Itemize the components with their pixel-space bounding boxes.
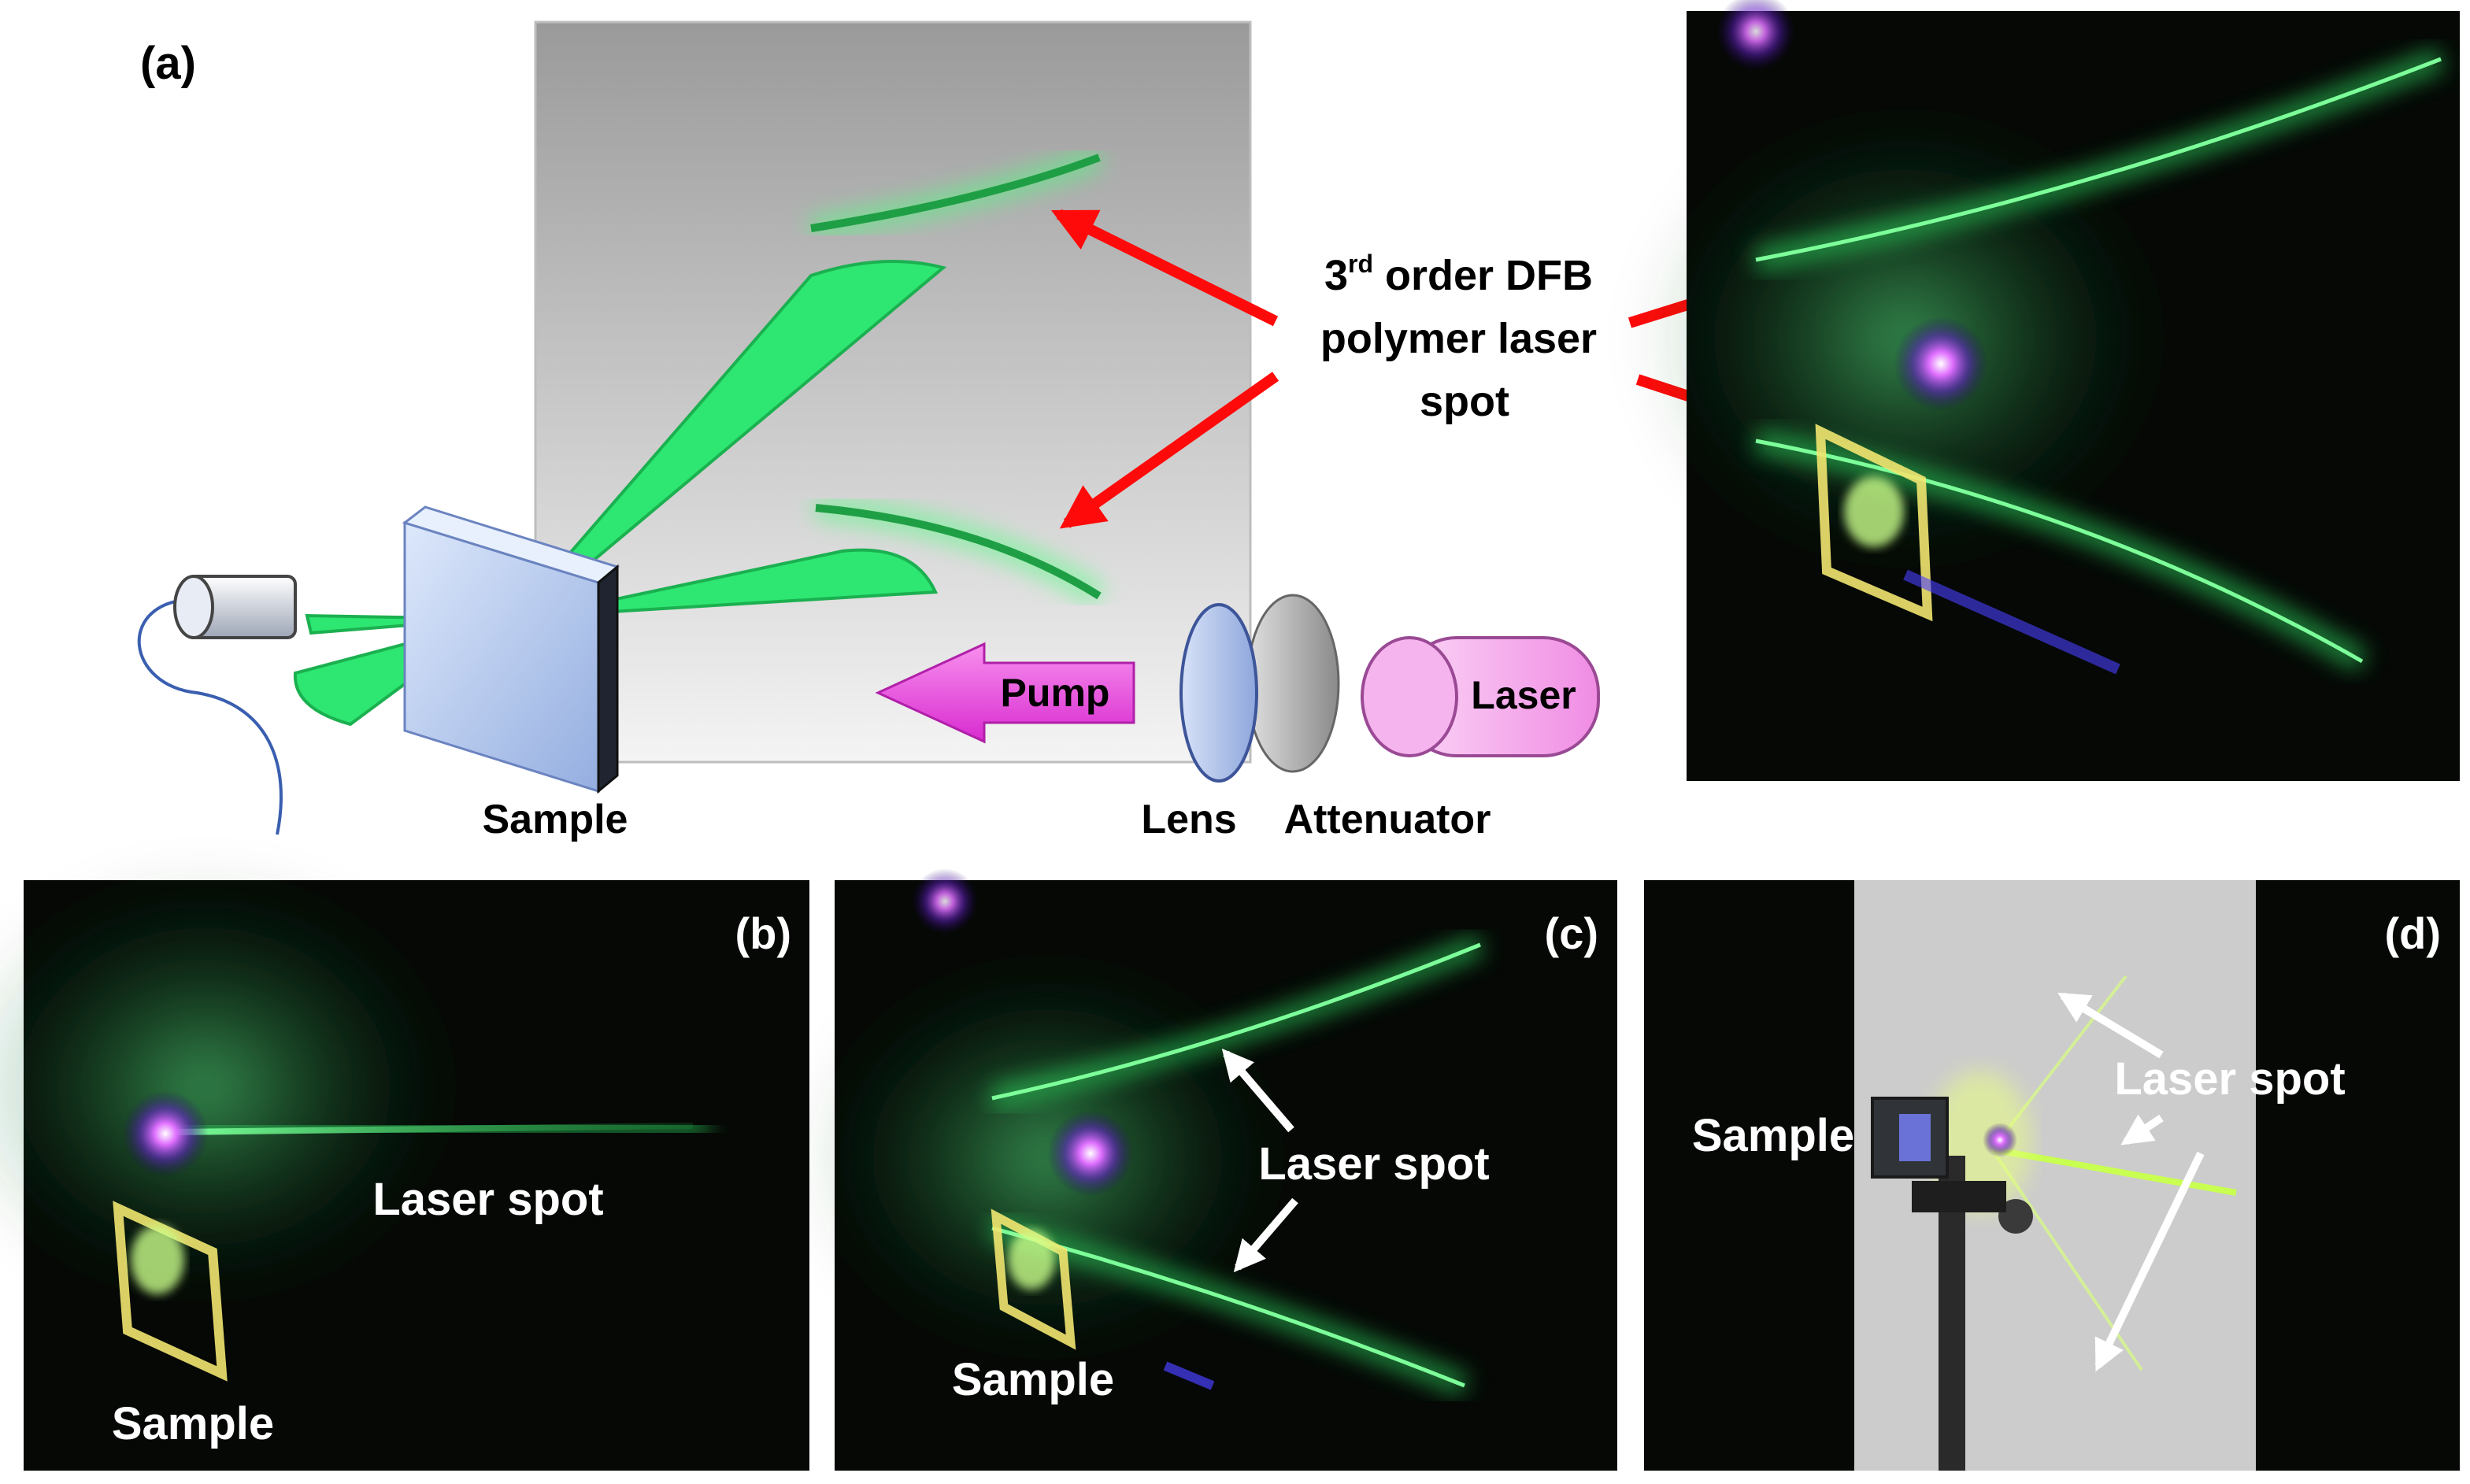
sample-block — [402, 505, 620, 794]
pump-arrow: Pump — [875, 642, 1135, 744]
panel-b-sample-label: Sample — [112, 1398, 274, 1449]
red-arrow-to-top-arc — [1050, 209, 1279, 327]
optical-fiber — [137, 598, 283, 835]
panel-a-schematic: (a) Pump — [137, 20, 2005, 842]
panel-a-label: (a) — [140, 38, 196, 89]
panel-c-sample-label: Sample — [952, 1354, 1114, 1405]
panel-d-laser-spot-label: Laser spot — [2114, 1053, 2345, 1105]
panel-c-photo: (c) Laser spot Sample — [803, 868, 1617, 1471]
panel-d-sample-label: Sample — [1692, 1110, 1854, 1161]
pump-label: Pump — [1001, 671, 1110, 715]
detector-head — [173, 575, 297, 639]
laser-arc-top — [809, 146, 1104, 240]
panel-b-laser-spot-label: Laser spot — [372, 1174, 603, 1225]
red-arrow-to-bottom-arc — [1059, 372, 1279, 529]
dfb-callout: 3rd order DFB polymer laser spot — [1320, 250, 1609, 425]
laser-arc-bottom — [814, 496, 1105, 606]
lens — [1179, 603, 1258, 783]
emission-fan-upper — [548, 260, 947, 585]
panel-d-white-arrows — [2057, 992, 2205, 1372]
projection-screen — [534, 20, 1252, 764]
panel-d-label: (d) — [2384, 909, 2441, 958]
panel-c-laser-spot-label: Laser spot — [1258, 1138, 1489, 1190]
panel-c-label: (c) — [1545, 909, 1598, 958]
lens-label: Lens — [1141, 797, 1236, 842]
panel-d-photo: (d) Laser spot Sample — [1644, 880, 2460, 1471]
laser-source: Laser — [1361, 636, 1600, 757]
sample-label-a: Sample — [483, 797, 628, 842]
panel-a-photo — [1638, 0, 2460, 781]
laser-label: Laser — [1471, 673, 1576, 717]
attenuator-disk — [1246, 594, 1340, 773]
panel-b-photo: (b) Laser spot Sample — [0, 866, 809, 1471]
panel-b-label: (b) — [735, 909, 791, 958]
attenuator-label: Attenuator — [1284, 797, 1491, 842]
panel-c-white-arrows — [1221, 1048, 1298, 1273]
emission-fan-right — [577, 548, 939, 615]
